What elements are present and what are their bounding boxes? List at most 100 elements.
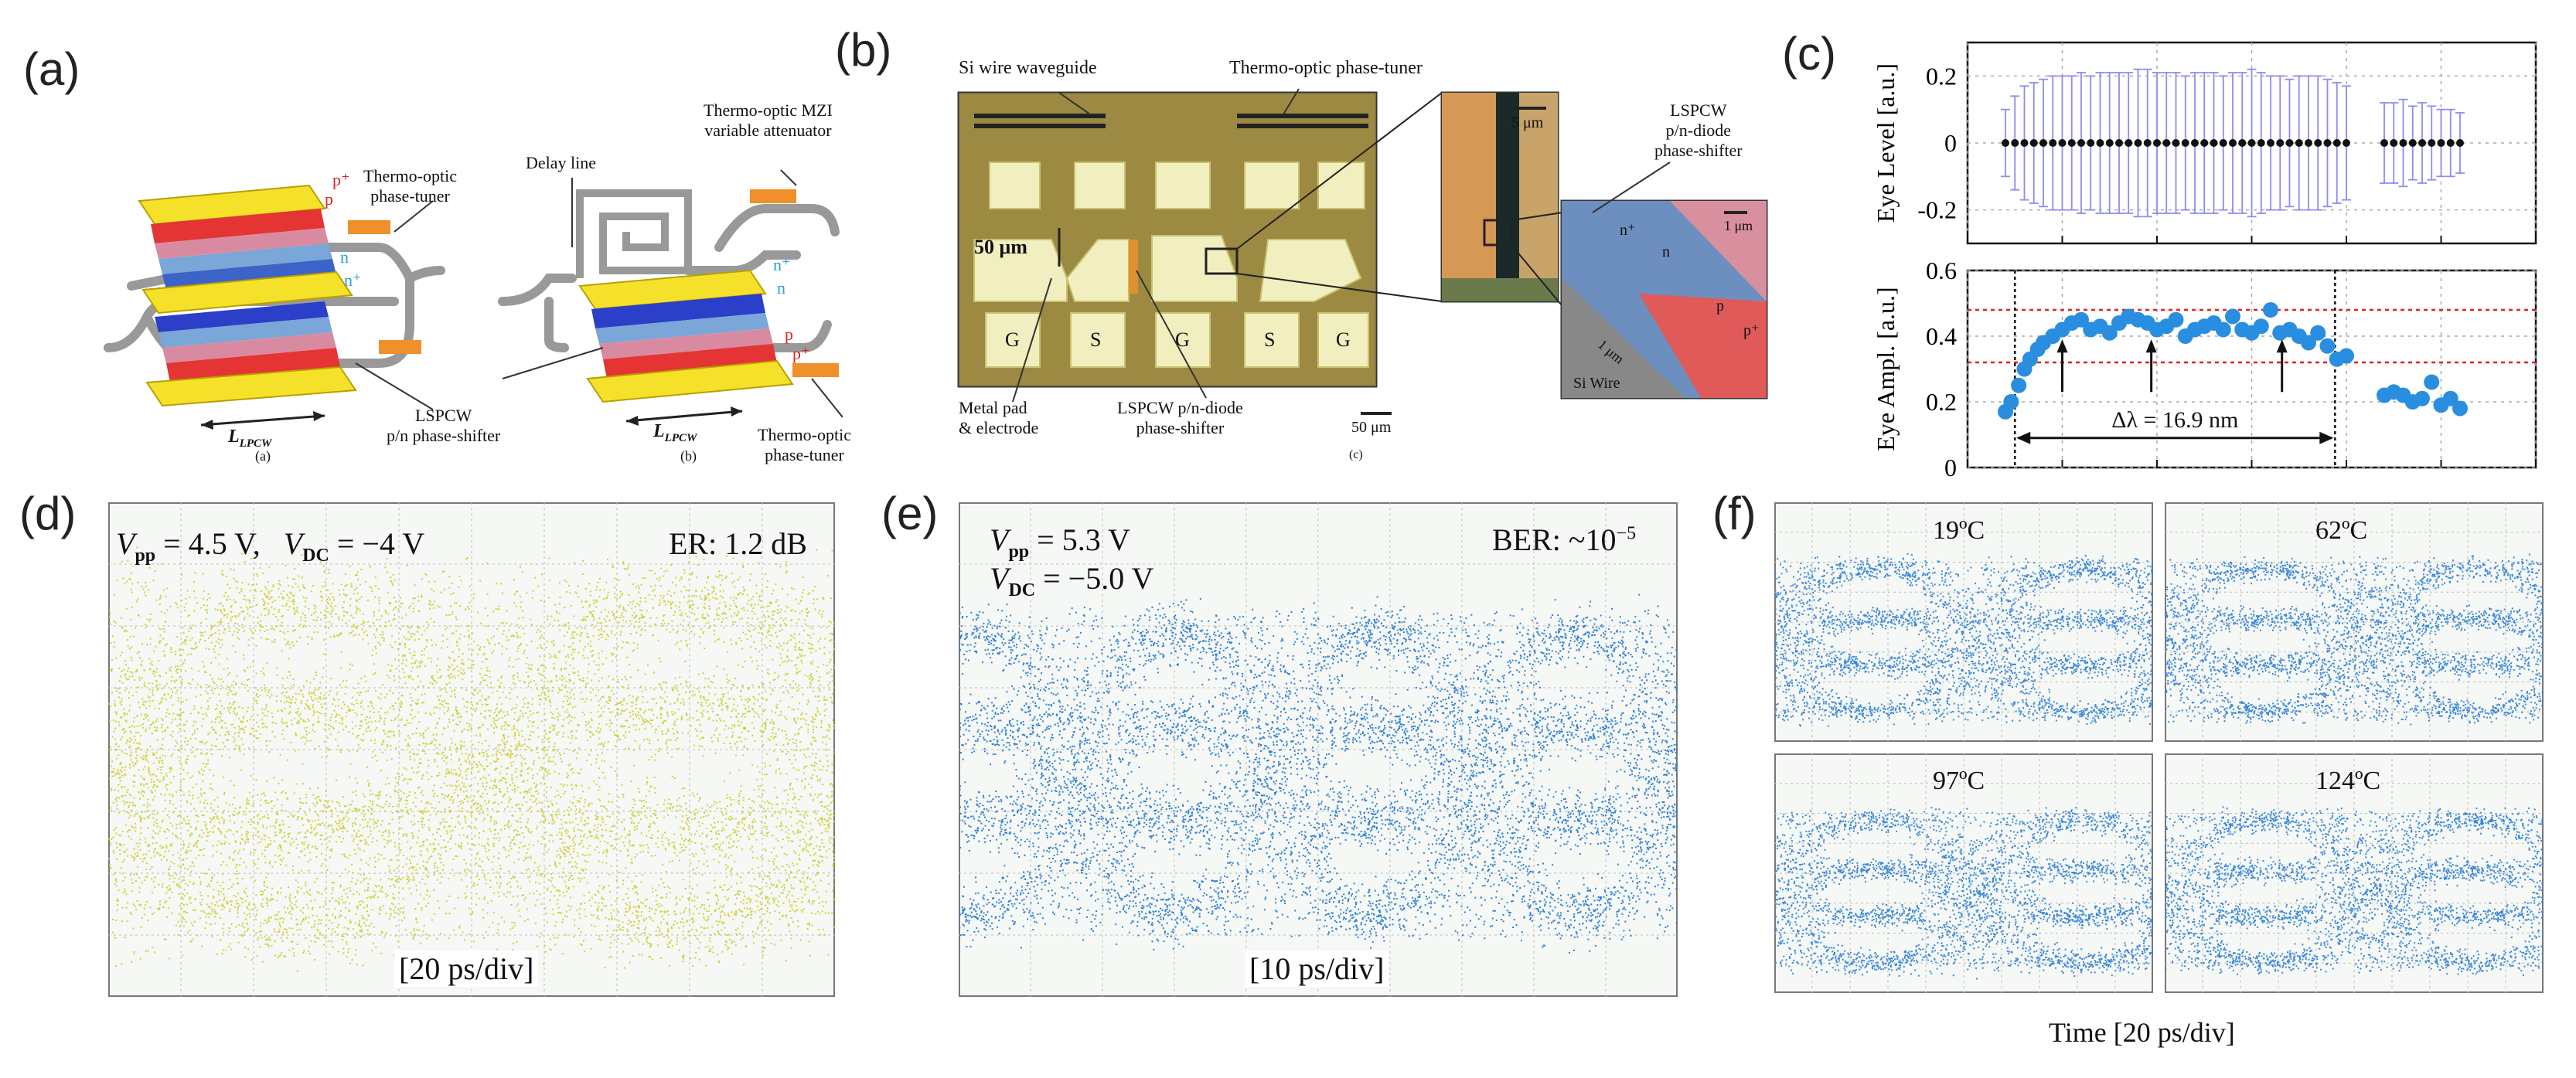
eye-sample bbox=[485, 703, 487, 706]
eye-sample bbox=[438, 774, 440, 777]
eye-sample bbox=[445, 628, 447, 631]
eye-sample bbox=[696, 884, 698, 886]
eye-sample bbox=[772, 614, 775, 616]
panel-label-d: (d) bbox=[19, 487, 76, 540]
eye-sample bbox=[767, 831, 769, 834]
eye-sample bbox=[356, 835, 358, 837]
eye-sample bbox=[170, 755, 172, 757]
eye-sample bbox=[800, 655, 802, 658]
eye-sample bbox=[285, 931, 288, 933]
marker-arrow-head bbox=[2276, 339, 2288, 353]
eye-sample bbox=[261, 726, 264, 729]
eye-sample bbox=[664, 691, 666, 693]
eye-sample bbox=[812, 718, 814, 720]
eye-sample bbox=[130, 732, 132, 734]
eye-sample bbox=[247, 639, 250, 641]
eye-sample bbox=[663, 719, 666, 722]
x-tick-label: 1560 bbox=[2322, 474, 2371, 479]
eye-sample bbox=[398, 892, 400, 894]
eye-sample bbox=[267, 691, 270, 693]
eye-sample bbox=[600, 611, 602, 614]
eye-sample bbox=[260, 925, 262, 927]
eye-sample bbox=[792, 840, 794, 842]
eye-sample bbox=[666, 740, 668, 742]
eye-sample bbox=[708, 608, 710, 610]
eye-sample bbox=[571, 658, 574, 661]
eye-sample bbox=[152, 913, 154, 915]
eye-sample bbox=[280, 829, 282, 831]
eye-sample bbox=[465, 753, 467, 755]
eye-sample bbox=[209, 748, 211, 750]
eye-sample bbox=[388, 805, 390, 808]
eye-sample bbox=[477, 692, 479, 695]
eye-sample bbox=[114, 711, 117, 713]
eye-sample bbox=[667, 838, 670, 841]
eye-sample bbox=[537, 736, 540, 738]
eye-sample bbox=[494, 833, 496, 835]
eye-sample bbox=[378, 830, 380, 832]
eye-sample bbox=[830, 818, 832, 820]
eye-sample bbox=[146, 919, 148, 921]
eye-sample bbox=[708, 703, 710, 706]
eye-sample bbox=[701, 705, 704, 707]
eye-sample bbox=[406, 719, 408, 722]
eye-sample bbox=[523, 702, 526, 705]
eye-sample bbox=[385, 794, 387, 797]
eye-sample bbox=[618, 924, 621, 927]
eye-sample bbox=[356, 692, 359, 694]
eye-sample bbox=[699, 797, 701, 799]
eye-sample bbox=[244, 670, 247, 672]
lpcw-arrow-left bbox=[200, 414, 325, 427]
eye-sample bbox=[567, 764, 570, 767]
eye-sample bbox=[773, 750, 775, 753]
eye-sample bbox=[501, 652, 503, 655]
eye-sample bbox=[707, 910, 710, 912]
eye-sample bbox=[179, 762, 182, 764]
eye-sample bbox=[325, 589, 328, 591]
eye-sample bbox=[329, 953, 331, 955]
eye-sample bbox=[219, 830, 221, 832]
eye-sample bbox=[551, 877, 554, 879]
eye-sample bbox=[762, 730, 765, 733]
eye-sample bbox=[152, 753, 155, 756]
eye-sample bbox=[520, 887, 522, 889]
eye-sample bbox=[546, 786, 548, 788]
eye-sample bbox=[510, 764, 513, 767]
eye-sample bbox=[553, 644, 555, 647]
eye-sample bbox=[471, 838, 473, 840]
eye-sample bbox=[150, 790, 152, 792]
eye-sample bbox=[342, 811, 344, 814]
eye-sample bbox=[710, 838, 713, 840]
eye-sample bbox=[600, 715, 602, 717]
eye-sample bbox=[234, 808, 237, 810]
eye-sample bbox=[349, 776, 351, 778]
eye-sample bbox=[175, 670, 177, 672]
eye-sample bbox=[707, 614, 710, 617]
eye-sample bbox=[670, 604, 672, 606]
eye-sample bbox=[199, 881, 202, 883]
eye-sample bbox=[771, 593, 773, 595]
eye-sample bbox=[201, 899, 203, 901]
data-point-eye-ampl bbox=[2011, 377, 2027, 393]
eye-sample bbox=[140, 926, 142, 928]
eye-sample bbox=[772, 658, 774, 661]
eye-sample bbox=[493, 820, 496, 822]
eye-sample bbox=[662, 723, 664, 725]
eye-sample bbox=[285, 911, 287, 913]
eye-sample bbox=[165, 755, 167, 757]
eye-sample bbox=[359, 868, 361, 870]
eye-sample bbox=[204, 799, 206, 801]
eye-sample bbox=[172, 875, 174, 877]
eye-sample bbox=[176, 882, 179, 885]
eye-sample bbox=[792, 806, 794, 808]
eye-sample bbox=[738, 794, 741, 797]
eye-sample bbox=[707, 814, 710, 817]
eye-sample bbox=[421, 817, 423, 819]
eye-sample bbox=[451, 797, 453, 799]
panel-label-a: (a) bbox=[23, 43, 80, 96]
eye-sample bbox=[683, 937, 685, 940]
eye-sample bbox=[308, 691, 311, 693]
eye-sample bbox=[632, 749, 635, 751]
eye-sample bbox=[366, 716, 368, 719]
eye-sample bbox=[717, 923, 719, 926]
